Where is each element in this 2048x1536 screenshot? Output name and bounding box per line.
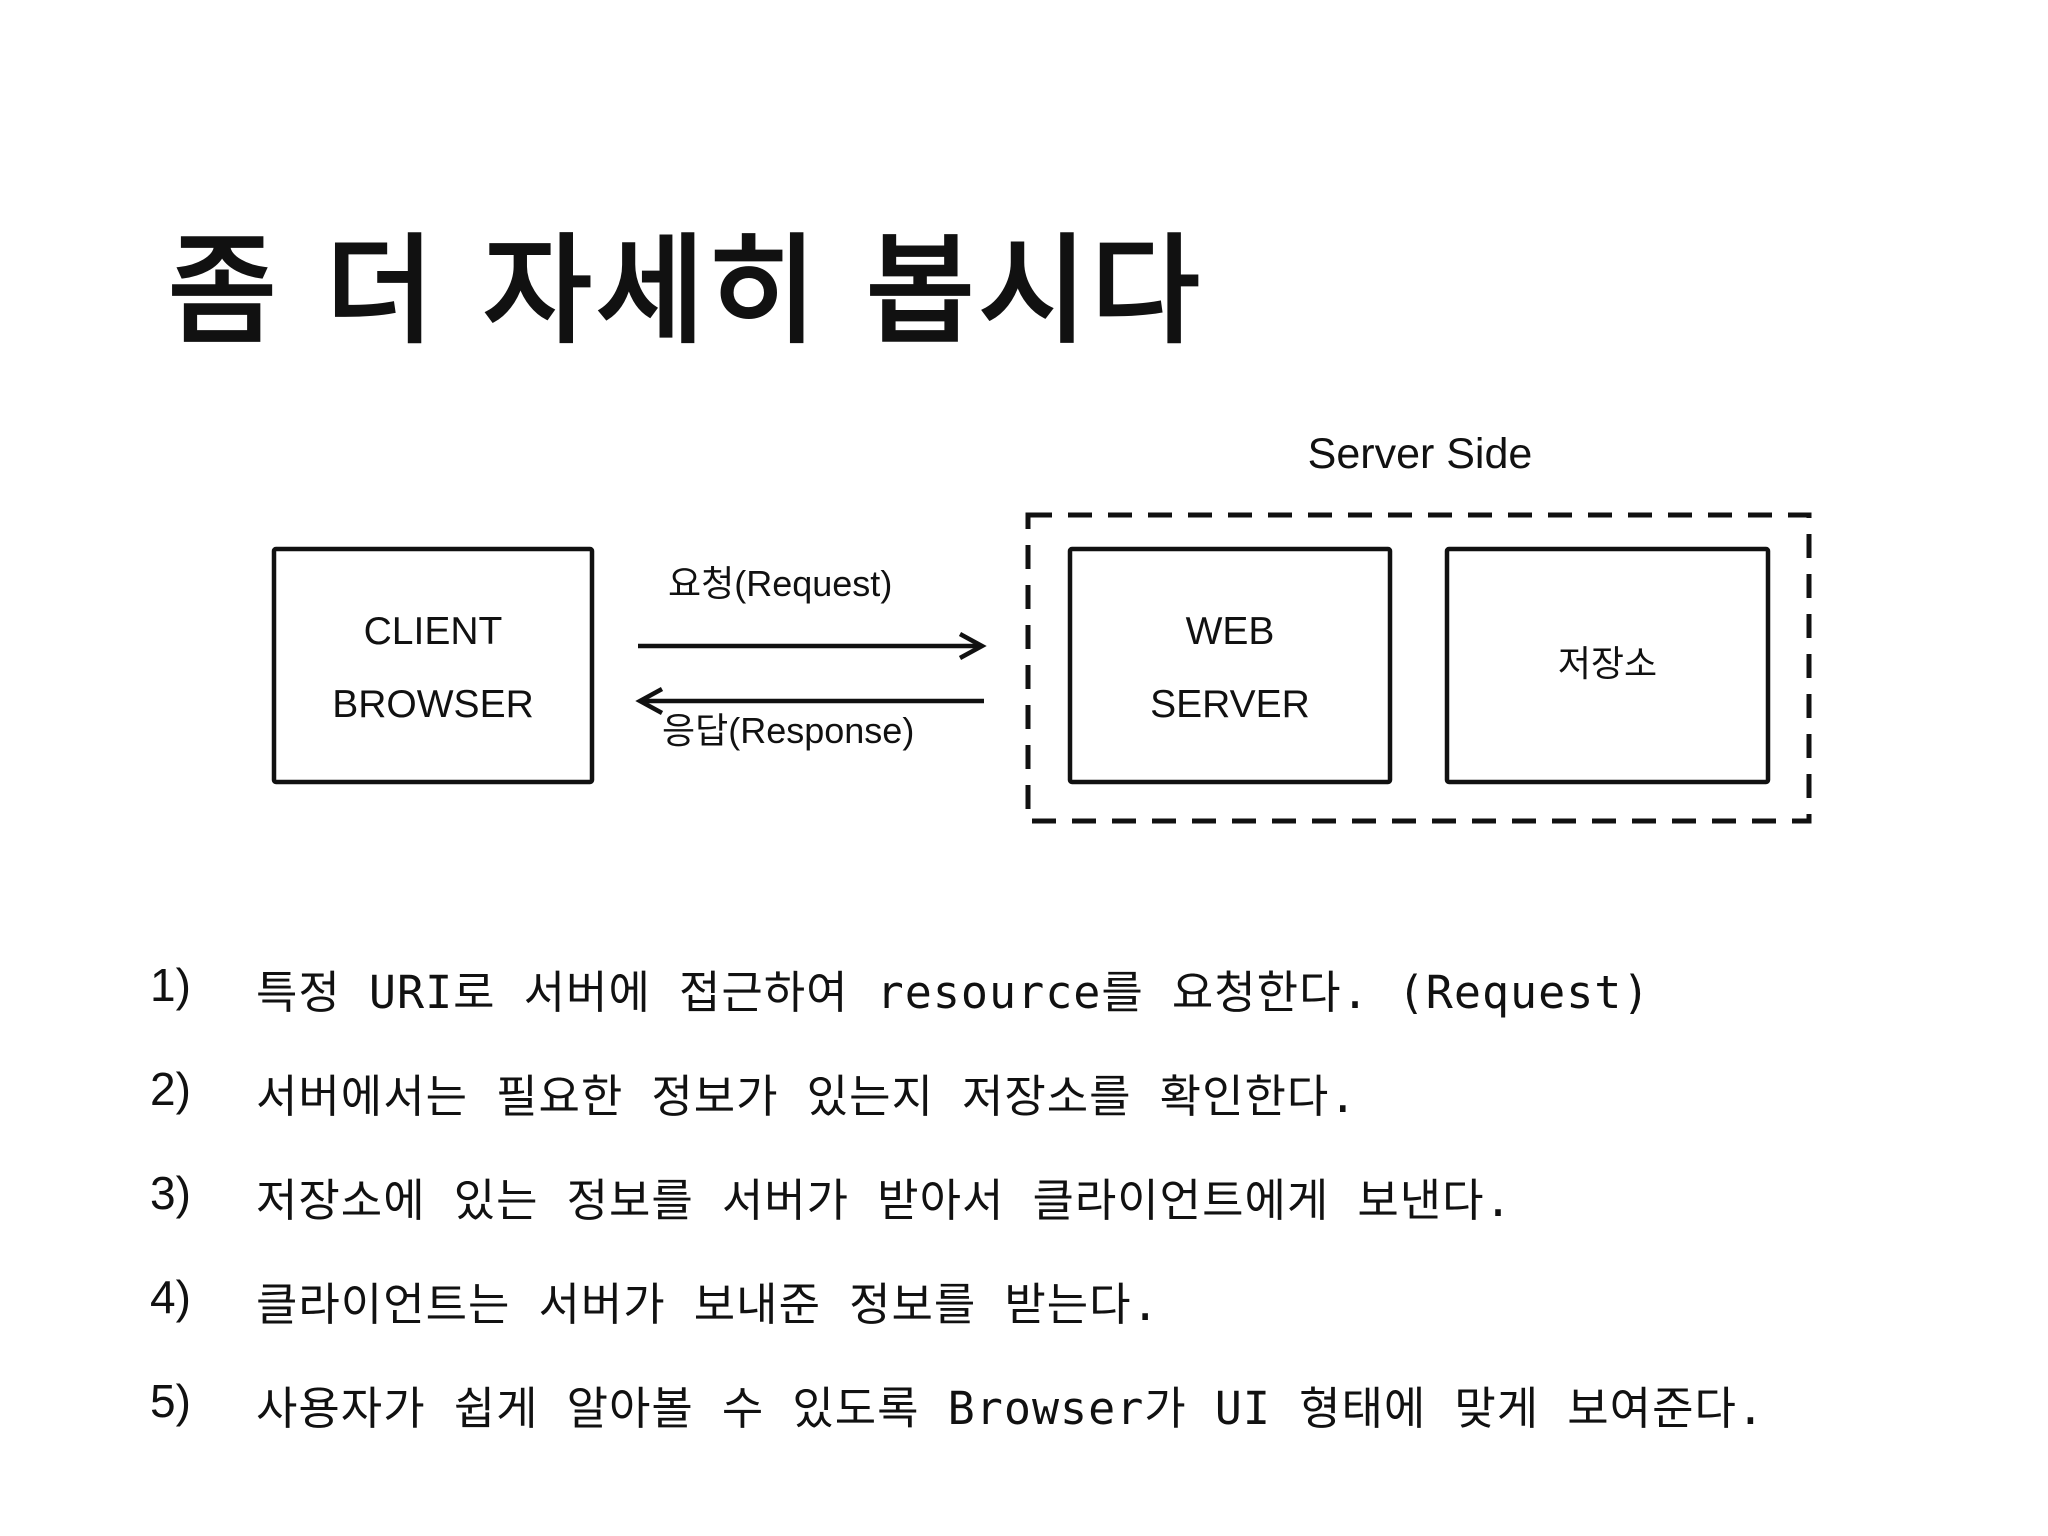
- step-number: 2): [150, 1063, 191, 1115]
- step-text: 클라이언트는 서버가 보내준 정보를 받는다.: [256, 1278, 1160, 1331]
- step-text: 특정 URI로 서버에 접근하여 resource를 요청한다. (Reques…: [256, 966, 1651, 1019]
- client-box-label-line1: CLIENT: [363, 610, 503, 653]
- web-server-label-line2: SERVER: [1150, 683, 1310, 726]
- web-server-box: [1067, 546, 1393, 785]
- client-browser-box: [271, 546, 595, 785]
- server-side-boundary: [1025, 512, 1812, 824]
- web-server-label-line1: WEB: [1185, 610, 1275, 653]
- step-text: 서버에서는 필요한 정보가 있는지 저장소를 확인한다.: [256, 1070, 1358, 1123]
- server-side-label: Server Side: [1307, 430, 1533, 478]
- step-text: 사용자가 쉽게 알아볼 수 있도록 Browser가 UI 형태에 맞게 보여준…: [256, 1382, 1765, 1435]
- step-text: 저장소에 있는 정보를 서버가 받아서 클라이언트에게 보낸다.: [256, 1174, 1513, 1227]
- step-number: 4): [150, 1271, 191, 1323]
- request-arrow: [638, 632, 987, 660]
- client-box-label-line2: BROWSER: [332, 683, 534, 726]
- step-number: 1): [150, 959, 191, 1011]
- response-label: 응답(Response): [662, 710, 915, 751]
- step-number: 5): [150, 1375, 191, 1427]
- page-title: 좀 더 자세히 봅시다: [168, 222, 1204, 360]
- request-label: 요청(Request): [668, 563, 893, 604]
- step-number: 3): [150, 1167, 191, 1219]
- storage-label: 저장소: [1557, 643, 1658, 684]
- storage-box: [1444, 546, 1771, 785]
- response-arrow: [635, 687, 984, 715]
